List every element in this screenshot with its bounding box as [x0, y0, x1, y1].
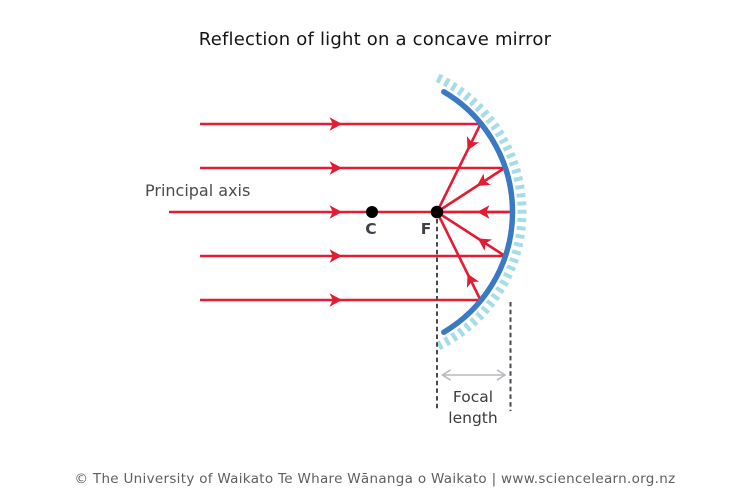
ray-arrowhead-icon — [461, 270, 480, 288]
focal-length-label-line1: Focal — [453, 388, 493, 406]
ray-arrowhead-icon — [474, 232, 492, 251]
reflected-ray — [436, 166, 506, 214]
center-of-curvature-dot — [366, 206, 378, 218]
arrow-right-head-icon — [496, 369, 506, 381]
reflected-ray — [436, 210, 506, 258]
ray-arrowhead-icon — [461, 136, 480, 154]
focal-point-dot — [430, 205, 444, 219]
principal-axis-label: Principal axis — [145, 181, 250, 200]
mirror-arc — [441, 89, 516, 335]
reflected-rays — [435, 123, 512, 301]
arrow-left-head-icon — [441, 369, 451, 381]
page-title: Reflection of light on a concave mirror — [198, 29, 552, 50]
reflected-ray — [435, 211, 482, 301]
mirror-hatching — [435, 73, 527, 351]
focal-length-label-line2: length — [448, 409, 497, 427]
focal-length-arrow — [441, 369, 506, 381]
ray-arrowhead-icon — [473, 173, 491, 192]
footer-credit: © The University of Waikato Te Whare Wān… — [74, 471, 676, 487]
reflected-ray — [435, 123, 482, 213]
point-f-label: F — [421, 220, 432, 238]
point-c-label: C — [365, 220, 376, 238]
